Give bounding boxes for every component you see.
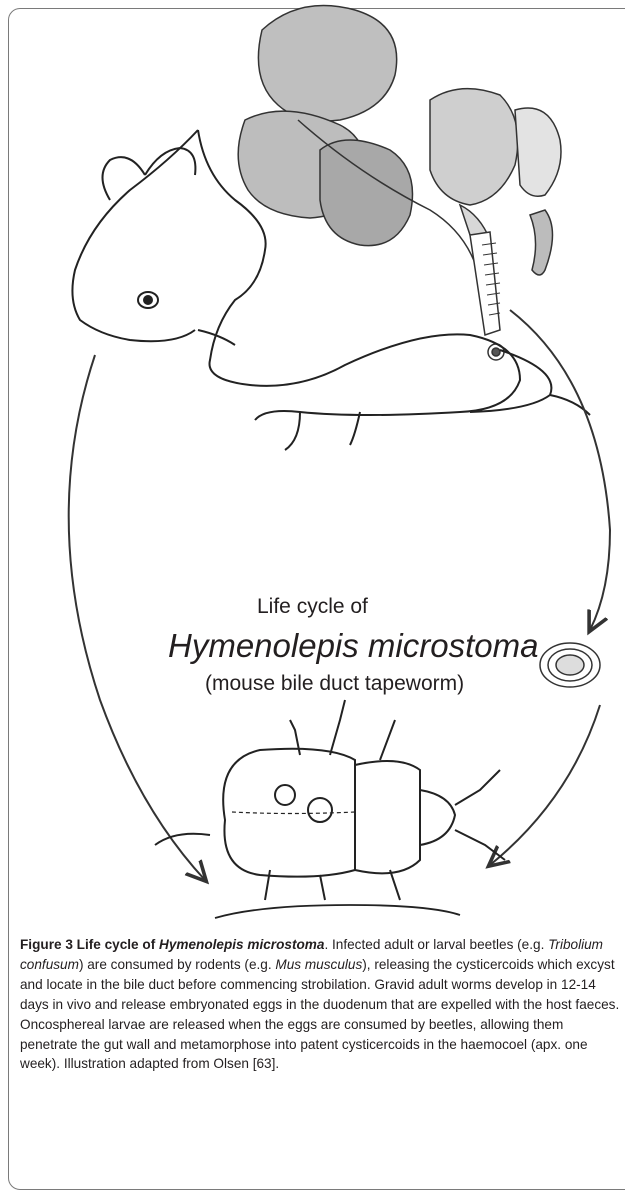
title-line-1: Life cycle of xyxy=(257,595,368,619)
caption-label-species: Hymenolepis microstoma xyxy=(159,937,324,952)
caption-label: Figure 3 Life cycle of Hymenolepis micro… xyxy=(20,937,324,952)
caption-text-3: ), releasing the cysticercoids which exc… xyxy=(20,957,619,1072)
life-cycle-illustration xyxy=(0,0,625,920)
caption-text-2: ) are consumed by rodents (e.g. xyxy=(79,957,275,972)
mouse-organs-drawing xyxy=(238,6,561,361)
title-line-2-species: Hymenolepis microstoma xyxy=(168,627,538,665)
egg-drawing xyxy=(540,643,600,687)
title-line-3: (mouse bile duct tapeworm) xyxy=(205,672,464,696)
figure-caption: Figure 3 Life cycle of Hymenolepis micro… xyxy=(20,935,620,1074)
caption-species-2: Mus musculus xyxy=(275,957,362,972)
beetle-drawing xyxy=(155,700,505,900)
caption-text-1: Infected adult or larval beetles (e.g. xyxy=(328,937,548,952)
larva-drawing xyxy=(215,905,460,918)
